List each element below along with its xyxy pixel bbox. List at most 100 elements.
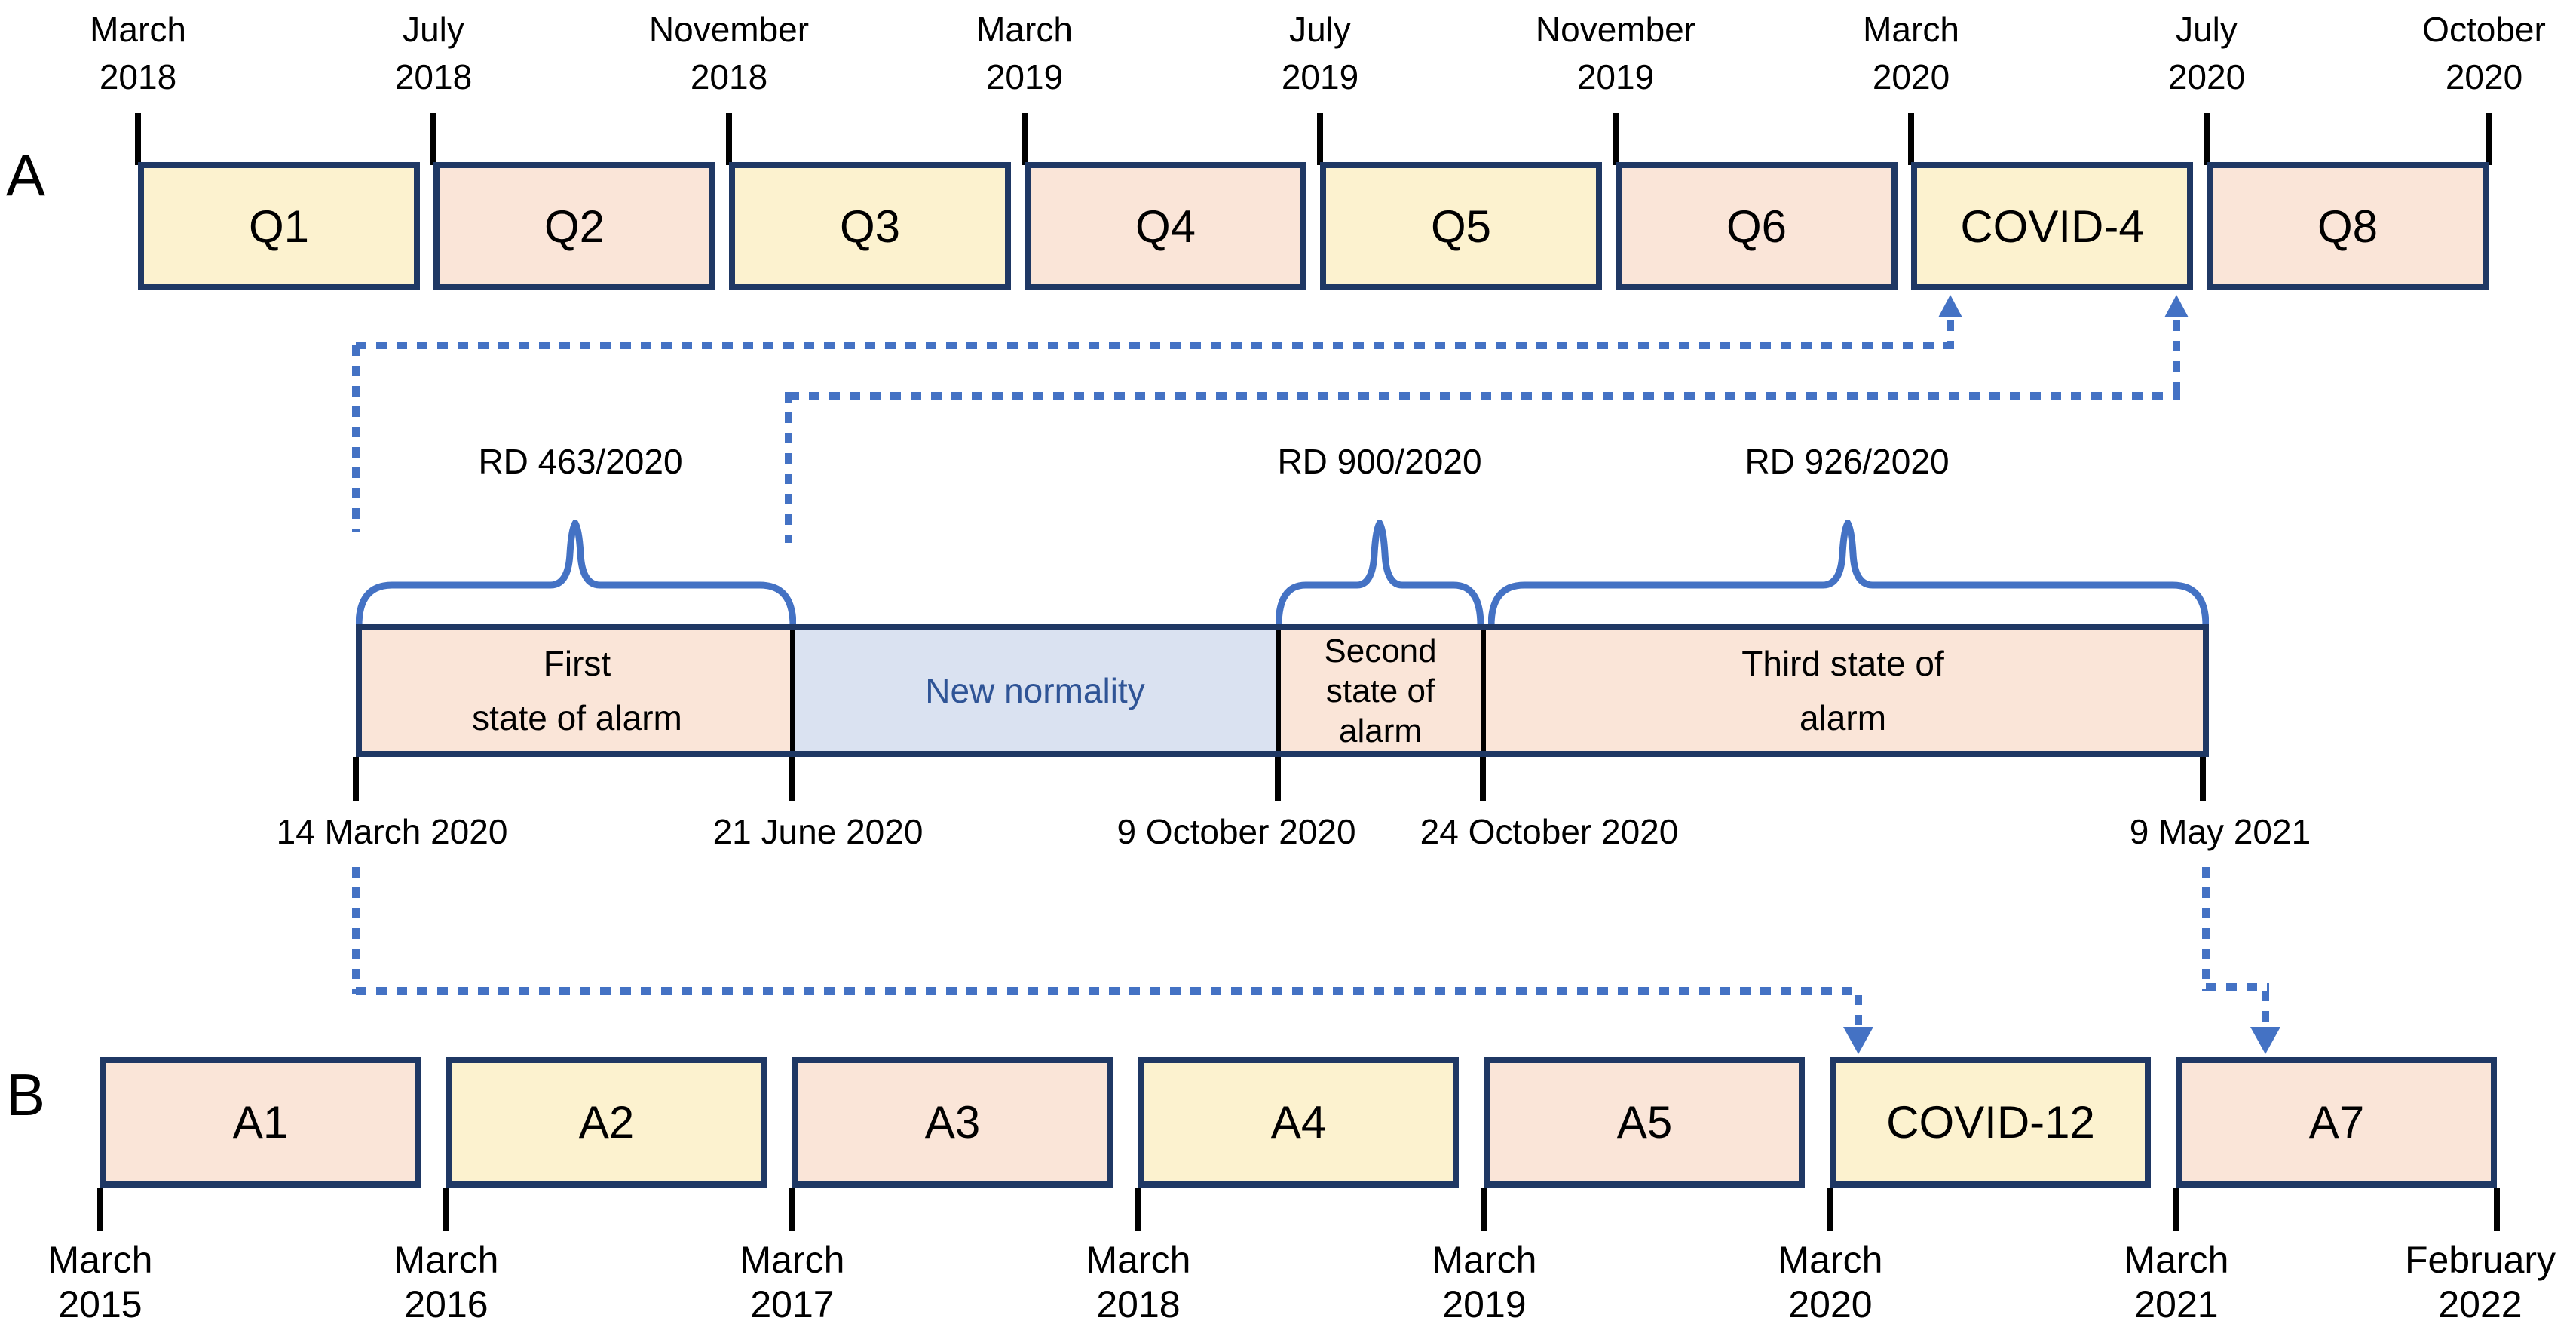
- axis-label-b-2: March 2017: [672, 1238, 913, 1324]
- tick-a-3: [1022, 113, 1028, 165]
- quarter-box-label: Q3: [839, 201, 901, 252]
- axis-label-year: 2019: [1281, 57, 1359, 97]
- axis-label-a-7: July 2020: [2094, 6, 2320, 101]
- axis-label-month: March: [90, 10, 186, 49]
- quarter-box-label: Q8: [2317, 201, 2378, 252]
- axis-label-a-2: November 2018: [616, 6, 842, 101]
- section-line: alarm: [1799, 698, 1887, 737]
- connector-3-horizontal: [356, 987, 1862, 995]
- axis-label-month: October: [2422, 10, 2546, 49]
- band-section-new-normality: New normality: [792, 630, 1278, 751]
- axis-label-b-1: March 2016: [326, 1238, 567, 1324]
- decree-label-rd463: RD 463/2020: [478, 442, 683, 481]
- section-line: New normality: [925, 671, 1145, 710]
- axis-label-year: 2020: [1788, 1283, 1873, 1324]
- decree-label-rd926: RD 926/2020: [1744, 442, 1950, 481]
- section-line: First: [543, 644, 611, 683]
- arrow-down-icon: [2250, 1027, 2280, 1054]
- axis-label-a-1: July 2018: [320, 6, 547, 101]
- axis-label-year: 2019: [985, 57, 1064, 97]
- tick-a-6: [1908, 113, 1914, 165]
- axis-label-year: 2015: [58, 1283, 142, 1324]
- quarter-box-label: Q6: [1726, 201, 1787, 252]
- quarter-box-label: Q4: [1135, 201, 1196, 252]
- tick-a-7: [2204, 113, 2210, 165]
- year-box-a7: A7: [2176, 1057, 2497, 1188]
- band-tick-1: [789, 757, 795, 801]
- connector-3-stub: [1855, 995, 1862, 1031]
- band-section-second-alarm: Second state of alarm: [1278, 630, 1483, 751]
- axis-label-year: 2018: [1096, 1283, 1181, 1324]
- axis-label-month: July: [1289, 10, 1351, 49]
- tick-a-2: [726, 113, 732, 165]
- axis-label-year: 2016: [404, 1283, 489, 1324]
- axis-label-b-6: March 2021: [2056, 1238, 2297, 1324]
- axis-label-month: March: [1863, 10, 1959, 49]
- tick-b-1: [443, 1188, 449, 1231]
- axis-label-month: July: [2176, 10, 2238, 49]
- arrow-up-icon: [2164, 295, 2189, 317]
- section-line: Third state of: [1741, 644, 1944, 683]
- year-box-label: A7: [2308, 1097, 2365, 1148]
- axis-label-a-3: March 2019: [911, 6, 1138, 101]
- connector-3-vertical: [352, 867, 360, 994]
- connector-1-horizontal: [356, 342, 1954, 349]
- axis-label-month: March: [1778, 1239, 1883, 1281]
- band-divider: [790, 630, 795, 751]
- section-line: alarm: [1338, 712, 1423, 749]
- quarter-box-q5: Q5: [1320, 162, 1602, 290]
- tick-a-8: [2486, 113, 2492, 165]
- axis-label-b-0: March 2015: [0, 1238, 221, 1324]
- axis-label-month: March: [1086, 1239, 1191, 1281]
- arrow-up-icon: [1938, 295, 1962, 317]
- axis-label-month: March: [1432, 1239, 1537, 1281]
- quarter-box-q2: Q2: [433, 162, 715, 290]
- axis-label-b-3: March 2018: [1018, 1238, 1259, 1324]
- panel-b-label: B: [6, 1062, 46, 1128]
- axis-label-year: 2019: [1442, 1283, 1527, 1324]
- axis-label-month: March: [976, 10, 1073, 49]
- axis-label-month: March: [394, 1239, 499, 1281]
- tick-b-6: [2173, 1188, 2179, 1231]
- quarter-box-label: Q5: [1430, 201, 1492, 252]
- connector-2-horizontal: [789, 392, 2180, 400]
- axis-label-a-6: March 2020: [1798, 6, 2024, 101]
- band-section-first-alarm: First state of alarm: [362, 630, 792, 751]
- year-box-label: A4: [1270, 1097, 1327, 1148]
- band-divider: [1276, 630, 1281, 751]
- band-divider: [1481, 630, 1486, 751]
- quarter-box-q1: Q1: [138, 162, 420, 290]
- axis-label-a-8: October 2020: [2371, 6, 2576, 101]
- axis-label-month: November: [1535, 10, 1696, 49]
- axis-label-month: March: [2124, 1239, 2229, 1281]
- brace-second-alarm: [1276, 520, 1484, 626]
- quarter-box-covid4: COVID-4: [1911, 162, 2193, 290]
- year-box-covid12: COVID-12: [1830, 1057, 2151, 1188]
- tick-b-3: [1135, 1188, 1141, 1231]
- panel-a-label: A: [6, 142, 46, 208]
- quarter-box-q6: Q6: [1616, 162, 1898, 290]
- axis-label-year: 2018: [690, 57, 768, 97]
- connector-2-stub: [2173, 320, 2180, 397]
- connector-1-vertical: [352, 345, 360, 532]
- axis-label-year: 2020: [2445, 57, 2523, 97]
- year-box-a3: A3: [792, 1057, 1113, 1188]
- year-box-a1: A1: [100, 1057, 421, 1188]
- axis-label-a-0: March 2018: [25, 6, 251, 101]
- quarter-box-q8: Q8: [2207, 162, 2489, 290]
- axis-label-month: March: [740, 1239, 845, 1281]
- axis-label-b-5: March 2020: [1710, 1238, 1951, 1324]
- axis-label-year: 2018: [394, 57, 473, 97]
- section-line: state of alarm: [472, 698, 682, 737]
- year-box-label: A2: [578, 1097, 635, 1148]
- tick-b-4: [1481, 1188, 1487, 1231]
- band-date-0: 14 March 2020: [276, 812, 508, 851]
- axis-label-b-4: March 2019: [1364, 1238, 1605, 1324]
- quarter-box-q4: Q4: [1025, 162, 1306, 290]
- year-box-label: COVID-12: [1886, 1097, 2095, 1148]
- tick-b-7: [2494, 1188, 2500, 1231]
- quarter-box-label: Q2: [544, 201, 605, 252]
- axis-label-year: 2019: [1576, 57, 1655, 97]
- connector-1-stub: [1947, 320, 1954, 346]
